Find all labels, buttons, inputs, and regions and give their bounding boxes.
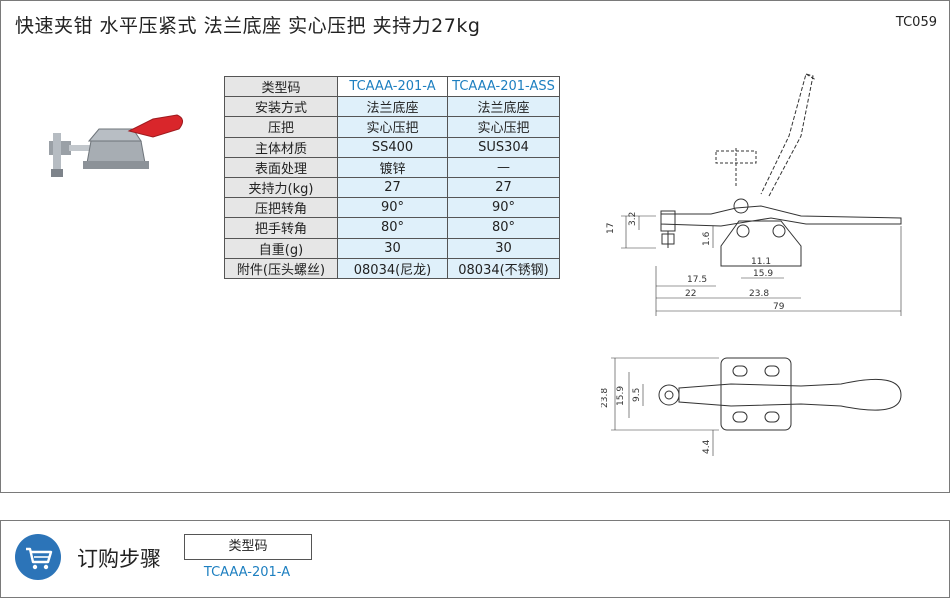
row-value-a: SS400 [337, 136, 448, 158]
row-value-a: 08034(尼龙) [337, 257, 448, 279]
plan-dim-9-5: 9.5 [632, 388, 642, 402]
plan-dim-23-8: 23.8 [601, 388, 610, 408]
technical-drawing: 17 3.2 1.6 11.1 17.5 15.9 22 23.8 79 23.… [601, 73, 902, 456]
row-value-a: 27 [337, 176, 448, 199]
dim-1-6: 1.6 [702, 231, 712, 246]
row-value-b: 27 [447, 176, 560, 199]
page-title: 快速夹钳 水平压紧式 法兰底座 实心压把 夹持力27kg [15, 15, 481, 37]
row-value-a: 30 [337, 237, 448, 259]
row-label: 把手转角 [224, 217, 338, 239]
table-row: 压把实心压把实心压把 [224, 116, 560, 138]
product-photo [49, 114, 183, 177]
row-label: 自重(g) [224, 237, 338, 259]
spec-table: 类型码 TCAAA-201-A TCAAA-201-ASS 安装方式法兰底座法兰… [224, 75, 560, 279]
row-value-b: 90° [447, 197, 560, 219]
row-value-a: 实心压把 [337, 116, 448, 138]
model-b: TCAAA-201-ASS [447, 75, 560, 98]
row-value-b: 实心压把 [447, 116, 560, 138]
dim-79: 79 [773, 302, 785, 312]
row-value-a: 法兰底座 [337, 96, 448, 118]
dim-3-2: 3.2 [628, 212, 638, 226]
table-row: 附件(压头螺丝)08034(尼龙)08034(不锈钢) [224, 257, 560, 279]
row-value-b: 08034(不锈钢) [447, 257, 560, 279]
row-value-b: 30 [447, 237, 560, 259]
type-code-box: 类型码 [184, 534, 312, 560]
row-label: 附件(压头螺丝) [224, 257, 338, 279]
row-value-b: 法兰底座 [447, 96, 560, 118]
row-value-a: 镀锌 [337, 156, 448, 178]
product-code: TC059 [895, 15, 937, 30]
row-label: 表面处理 [224, 156, 338, 178]
row-label: 夹持力(kg) [224, 176, 338, 199]
row-value-b: 80° [447, 217, 560, 239]
dim-17: 17 [606, 223, 616, 234]
row-value-b: — [447, 156, 560, 178]
row-value-a: 90° [337, 197, 448, 219]
row-value-a: 80° [337, 217, 448, 239]
plan-dim-4-4: 4.4 [702, 439, 712, 454]
row-label: 压把 [224, 116, 338, 138]
dim-15-9: 15.9 [753, 269, 773, 279]
dim-23-8: 23.8 [749, 289, 769, 299]
product-panel: 快速夹钳 水平压紧式 法兰底座 实心压把 夹持力27kg TC059 [0, 0, 950, 493]
table-row: 表面处理镀锌— [224, 156, 560, 178]
shopping-cart-icon [15, 534, 61, 580]
order-panel: 订购步骤 类型码 TCAAA-201-A [0, 520, 950, 598]
row-value-b: SUS304 [447, 136, 560, 158]
dim-11-1: 11.1 [751, 257, 771, 267]
table-row: 安装方式法兰底座法兰底座 [224, 96, 560, 118]
model-a: TCAAA-201-A [337, 75, 448, 98]
dim-22: 22 [685, 289, 696, 299]
order-steps-title: 订购步骤 [77, 547, 161, 571]
table-header-row: 类型码 TCAAA-201-A TCAAA-201-ASS [224, 75, 560, 98]
header-label: 类型码 [224, 75, 338, 98]
row-label: 主体材质 [224, 136, 338, 158]
row-label: 压把转角 [224, 197, 338, 219]
plan-dim-15-9: 15.9 [616, 386, 626, 406]
dim-17-5: 17.5 [687, 275, 707, 285]
type-code-value: TCAAA-201-A [203, 565, 291, 580]
row-label: 安装方式 [224, 96, 338, 118]
